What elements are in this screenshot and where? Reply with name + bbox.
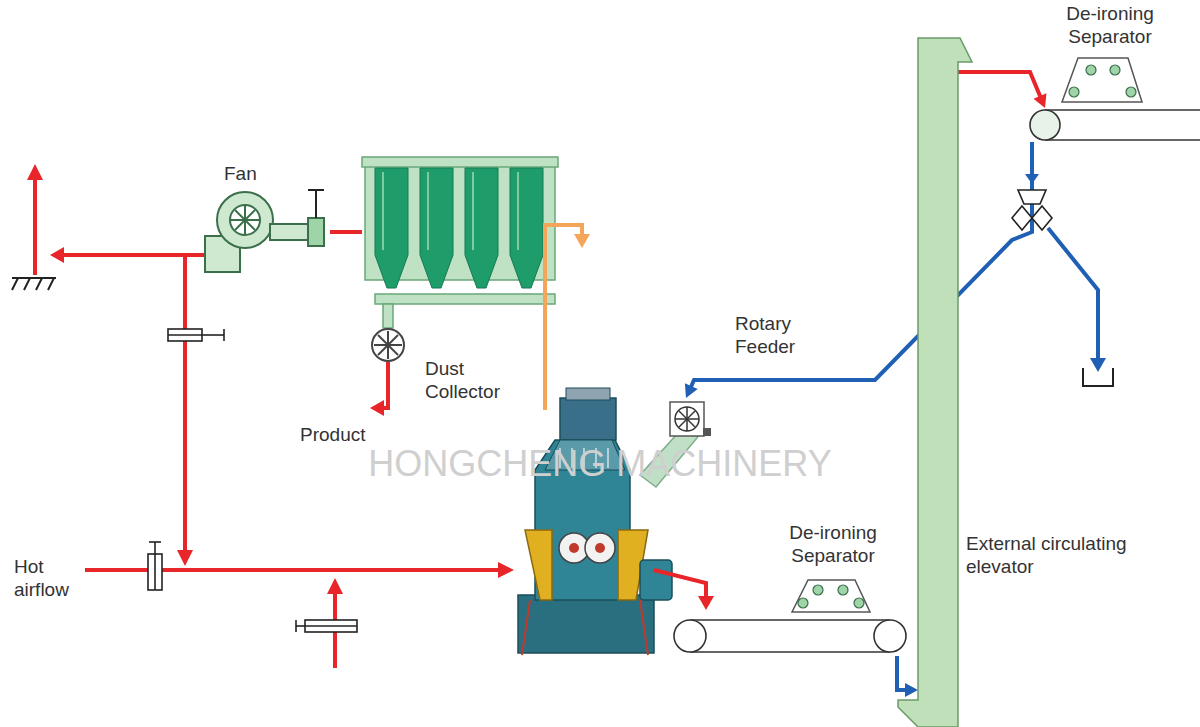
flow-connector bbox=[330, 232, 362, 233]
rotary-feeder-symbol bbox=[670, 402, 711, 436]
reject-line bbox=[654, 570, 714, 610]
splitter-symbol bbox=[1012, 174, 1113, 386]
product-label: Product bbox=[300, 424, 365, 447]
rotary-feeder-node: Rotary Feeder bbox=[668, 398, 710, 440]
equipment-label: Rotary Feeder bbox=[735, 313, 830, 359]
equipment-label: External circulating elevator bbox=[966, 533, 1181, 579]
connector-line bbox=[958, 72, 1041, 98]
fine-powder-line bbox=[545, 225, 590, 410]
flow-connector bbox=[685, 142, 1032, 398]
elevator-node: External circulating elevator bbox=[918, 62, 958, 702]
elevator-casing bbox=[898, 38, 972, 727]
bottom-separator-symbol bbox=[674, 580, 906, 652]
equipment-label: De-ironing Separator bbox=[1050, 3, 1170, 49]
flow-connector bbox=[897, 656, 918, 697]
fan-node: Fan bbox=[200, 175, 330, 275]
connector-line bbox=[330, 230, 362, 234]
connector-line bbox=[690, 142, 1032, 388]
equipment-label: Dust Collector bbox=[425, 358, 535, 404]
airflow-label: Hot airflow bbox=[14, 556, 82, 602]
top-separator-symbol bbox=[1030, 58, 1200, 140]
equipment-label: De-ironing Separator bbox=[773, 522, 893, 568]
vertical-mill bbox=[518, 388, 672, 655]
equipment-label: Fan bbox=[224, 163, 257, 186]
flow-connector bbox=[958, 72, 1046, 108]
arrow-head bbox=[905, 683, 918, 697]
separator-node: De-ironing Separator bbox=[1028, 108, 1200, 142]
damper-valves bbox=[148, 329, 357, 632]
arrow-head bbox=[685, 383, 698, 398]
vent-symbol bbox=[12, 278, 56, 290]
dust-collector-symbol bbox=[362, 157, 558, 361]
watermark-text: HONGCHENG MACHINERY bbox=[368, 442, 831, 485]
dust-collector-node: Dust Collector bbox=[362, 156, 558, 306]
arrow-head bbox=[1034, 93, 1047, 108]
separator-node: De-ironing Separator bbox=[672, 618, 908, 656]
fan-symbol bbox=[205, 190, 324, 272]
